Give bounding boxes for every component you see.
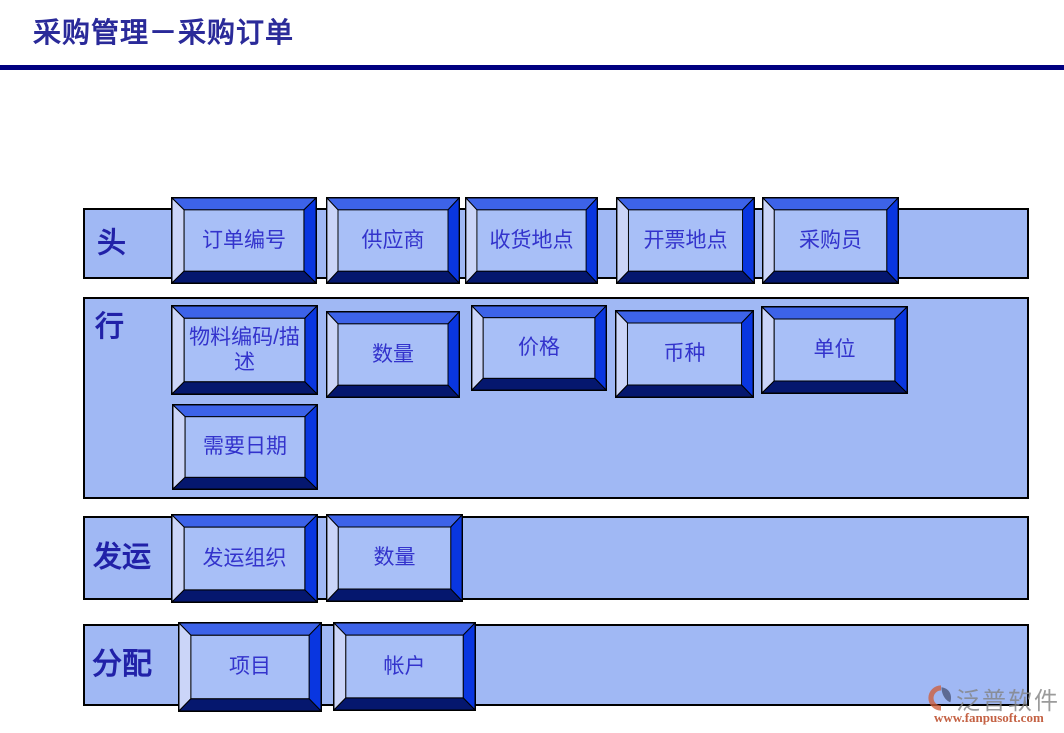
field-item-code-description-button[interactable]: 物料编码/描述 (171, 305, 318, 395)
band-header-label: 头 (97, 227, 127, 259)
field-price-button[interactable]: 价格 (471, 305, 607, 391)
field-billing-location-button[interactable]: 开票地点 (616, 197, 755, 284)
field-button-label: 需要日期 (203, 435, 287, 459)
band-shipping-label: 发运 (93, 541, 152, 574)
field-button-label: 采购员 (799, 228, 862, 252)
page-title: 采购管理－采购订单 (33, 17, 295, 48)
field-button-label: 单位 (813, 338, 856, 362)
title-divider (0, 65, 1064, 70)
field-button-label: 数量 (373, 546, 416, 570)
field-button-label: 物料编码/描述 (189, 325, 300, 374)
field-currency-button[interactable]: 币种 (615, 310, 754, 398)
band-line-label: 行 (95, 311, 125, 343)
field-button-label: 发运组织 (202, 546, 287, 570)
field-order-number-button[interactable]: 订单编号 (171, 197, 317, 284)
watermark: 泛普软件 www.fanpusoft.com (925, 680, 1064, 728)
field-project-button[interactable]: 项目 (178, 622, 322, 712)
watermark-brand: 泛普软件 (956, 688, 1060, 715)
band-distribution-label: 分配 (92, 648, 152, 681)
field-need-date-button[interactable]: 需要日期 (172, 404, 318, 490)
field-ship-quantity-button[interactable]: 数量 (326, 514, 463, 602)
field-button-label: 开票地点 (643, 228, 728, 252)
field-button-label: 数量 (372, 342, 414, 366)
field-buyer-button[interactable]: 采购员 (762, 197, 899, 284)
field-button-label: 价格 (518, 336, 560, 360)
field-supplier-button[interactable]: 供应商 (326, 197, 460, 284)
field-button-label: 帐户 (383, 654, 426, 678)
field-button-label: 供应商 (361, 228, 425, 252)
field-button-label: 收货地点 (489, 228, 574, 252)
field-button-label: 订单编号 (202, 228, 286, 252)
fanpu-logo-icon (928, 685, 952, 711)
field-button-label: 项目 (229, 655, 271, 679)
field-quantity-button[interactable]: 数量 (326, 311, 460, 398)
watermark-url: www.fanpusoft.com (934, 710, 1044, 725)
field-account-button[interactable]: 帐户 (333, 622, 476, 711)
field-shipping-org-button[interactable]: 发运组织 (171, 514, 318, 603)
field-unit-button[interactable]: 单位 (761, 306, 908, 394)
field-button-label: 币种 (663, 342, 706, 366)
field-receiving-location-button[interactable]: 收货地点 (465, 197, 598, 284)
